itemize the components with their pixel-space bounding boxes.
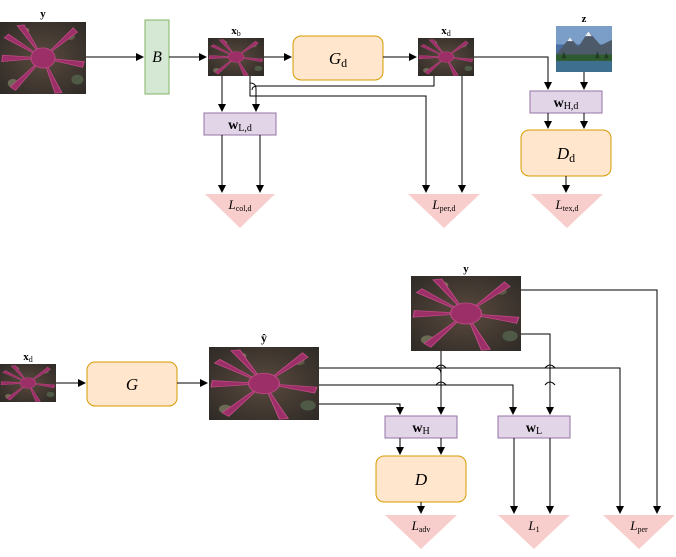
generator-gd-label: Gd: [329, 49, 347, 70]
wavelet-low-label: wL: [526, 421, 542, 437]
wavelet-high-d-label: wH,d: [554, 96, 579, 112]
label-y-top: y: [40, 8, 46, 20]
wavelet-high-d-box: [529, 90, 603, 114]
loss-col-d-label: Lcol,d: [227, 197, 251, 213]
top-connectors: [86, 53, 588, 193]
image-yhat: [209, 347, 319, 420]
generator-g-box: [86, 361, 178, 407]
wavelet-low-d-label: wL,d: [228, 118, 252, 134]
blur-operator-label: B: [152, 49, 162, 66]
label-z: z: [582, 13, 587, 25]
discriminator-d-label: D: [414, 470, 428, 489]
loss-per-shape: [603, 515, 675, 549]
image-y-top: [0, 22, 86, 94]
image-xd-bottom: [0, 364, 56, 402]
loss-per-label: Lper: [629, 518, 648, 534]
label-y-bottom: y: [463, 263, 469, 275]
image-y-bottom: [411, 276, 521, 351]
line-hops: [435, 364, 556, 386]
label-xd-bottom: xd: [23, 351, 33, 364]
label-xd-top: xd: [441, 25, 451, 38]
loss-per-d-label: Lper,d: [431, 197, 455, 213]
wavelet-high-box: [384, 415, 458, 439]
label-xb: xb: [231, 25, 241, 38]
loss-1-shape: [498, 515, 570, 549]
discriminator-dd-label: Dd: [556, 144, 575, 165]
loss-per-d-shape: [408, 194, 480, 228]
loss-adv-shape: [385, 515, 457, 549]
loss-tex-d-shape: [531, 194, 603, 228]
loss-adv-label: Ladv: [411, 518, 431, 534]
generator-gd-box: [292, 35, 384, 81]
blur-operator-box: [144, 19, 170, 95]
generator-g-label: G: [126, 375, 138, 394]
image-xd-top: [418, 38, 474, 76]
label-yhat: ŷ: [261, 331, 267, 345]
loss-col-d-shape: [205, 194, 275, 228]
image-z: [556, 26, 612, 72]
loss-tex-d-label: Ltex,d: [554, 197, 578, 213]
image-xb: [208, 38, 264, 76]
wavelet-high-label: wH: [412, 421, 429, 437]
bottom-connectors: [56, 289, 661, 514]
loss-1-label: L1: [527, 518, 539, 534]
wavelet-low-d-box: [203, 112, 277, 136]
wavelet-low-box: [497, 415, 571, 439]
